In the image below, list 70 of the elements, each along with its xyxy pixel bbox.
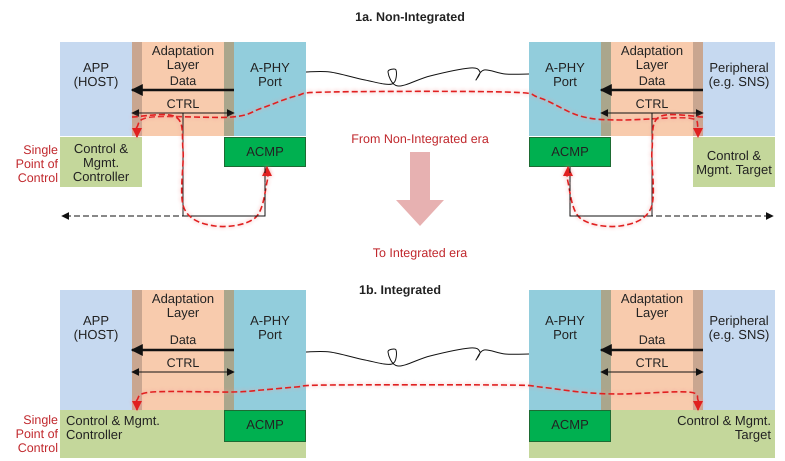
dashed-arrow (61, 166, 266, 220)
annotation-text: To Integrated era (372, 246, 468, 260)
block-label: ACMP (551, 418, 589, 432)
block-label: Adaptation Layer (150, 44, 216, 72)
block-label: ACMP (246, 418, 284, 432)
edge-label: Data (170, 333, 196, 347)
controller-band (529, 410, 775, 458)
block-label: Peripheral (e.g. SNS) (708, 314, 770, 342)
control-path-arrow (131, 90, 704, 138)
block-label: APP (HOST) (72, 61, 120, 89)
annotation-text: Single Point of Control (14, 143, 58, 185)
port-block (529, 42, 601, 90)
block-label: Control & Mgmt. Target (676, 414, 771, 442)
edge-label: CTRL (636, 356, 668, 370)
adaptation-layer-block (601, 42, 703, 74)
edge-label: CTRL (166, 97, 200, 111)
ctrl-arrow (600, 109, 704, 117)
host-block (60, 42, 132, 136)
peripheral-block (703, 290, 775, 410)
acmp-block (529, 137, 611, 167)
control-path-arrow (132, 114, 273, 228)
controller-block (60, 137, 142, 187)
block-label: A-PHY Port (249, 314, 291, 342)
annotation-text: Single Point of Control (14, 413, 58, 455)
adaptation-layer-block (132, 290, 234, 322)
annotation-text: From Non-Integrated era (350, 132, 490, 146)
control-path-arrow (131, 384, 704, 411)
port-block (234, 42, 306, 90)
block-label: Control & Mgmt. Controller (72, 142, 130, 184)
block-label: Adaptation Layer (620, 292, 684, 320)
block-label: Adaptation Layer (620, 44, 684, 72)
block-label: Peripheral (e.g. SNS) (708, 61, 770, 89)
edge-label: Data (638, 333, 666, 347)
adaptation-layer-block (601, 290, 703, 322)
block-label: A-PHY Port (249, 61, 291, 89)
edge-label: CTRL (636, 97, 668, 111)
block-label: A-PHY Port (544, 314, 586, 342)
host-block (60, 290, 132, 410)
cable-line (306, 347, 530, 366)
acmp-block (529, 410, 611, 442)
block-label: Control & Mgmt. Target (696, 149, 772, 177)
ctrl-arrow (131, 109, 235, 117)
port-block (529, 290, 601, 380)
ctrl-arrow (131, 368, 235, 376)
peripheral-block (703, 42, 775, 136)
acmp-block (224, 137, 306, 167)
block-label: ACMP (551, 145, 589, 159)
block-label: APP (HOST) (72, 314, 120, 342)
block-label: Control & Mgmt. Controller (66, 414, 161, 442)
section-title: 1a. Non-Integrated (354, 10, 466, 24)
ctrl-arrow (600, 368, 704, 376)
control-path-arrow (562, 114, 704, 228)
data-arrow (600, 84, 703, 96)
adaptation-layer-block (132, 42, 234, 74)
acmp-block (224, 410, 306, 442)
edge-label: Data (638, 74, 666, 88)
data-arrow (130, 344, 234, 356)
dashed-arrow (570, 166, 774, 220)
controller-band (60, 410, 306, 458)
cable-line (306, 67, 530, 86)
edge-label: CTRL (166, 356, 200, 370)
target-block (693, 137, 775, 187)
block-label: ACMP (246, 145, 284, 159)
data-arrow (600, 344, 703, 356)
section-title: 1b. Integrated (358, 283, 442, 297)
port-block (234, 290, 306, 380)
data-arrow (130, 84, 234, 96)
block-label: A-PHY Port (544, 61, 586, 89)
edge-label: Data (170, 74, 196, 88)
block-label: Adaptation Layer (150, 292, 216, 320)
